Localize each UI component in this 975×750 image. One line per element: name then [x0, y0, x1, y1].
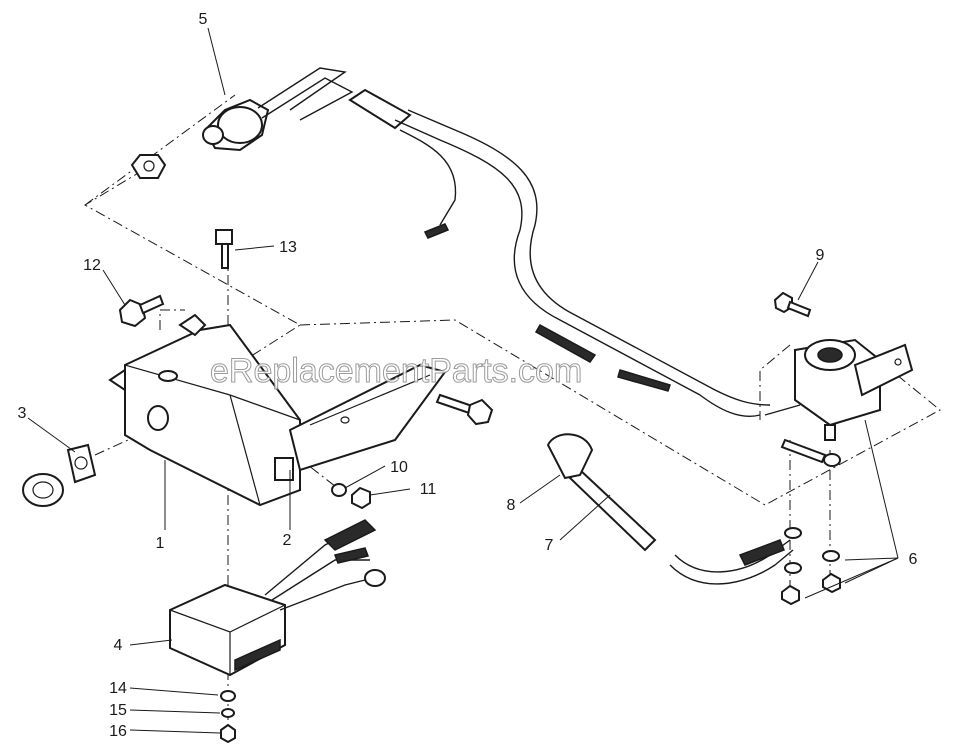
- part-10-washer: [331, 483, 347, 497]
- watermark: eReplacementParts.com: [210, 352, 582, 390]
- part-1-housing: [108, 313, 301, 507]
- callout-9: 9: [816, 247, 825, 264]
- part-5-switch: [202, 67, 771, 417]
- callout-2: 2: [283, 532, 292, 549]
- leader-lines: [27, 27, 899, 734]
- callout-5: 5: [199, 11, 208, 28]
- callouts: 5 13 12 3 1 2 10 11 4 14 15 16 9 8 7 6: [18, 11, 918, 740]
- callout-8: 8: [507, 497, 516, 514]
- callout-6: 6: [909, 551, 918, 568]
- part-3-nut: [22, 473, 64, 507]
- part-2-bracket: [288, 363, 447, 472]
- part-16-nut: [220, 723, 236, 744]
- callout-10: 10: [390, 459, 408, 476]
- callout-4: 4: [114, 637, 123, 654]
- part-12-bolt: [118, 294, 165, 328]
- part-11-nut: [351, 486, 371, 510]
- alignment-lines: [84, 94, 941, 730]
- part-6-hardware: [780, 438, 841, 606]
- callout-1: 1: [156, 535, 165, 552]
- callout-12: 12: [83, 257, 101, 274]
- part-14-washer: [220, 690, 236, 702]
- part-9-bolt: [773, 291, 812, 318]
- part-4-module: [169, 519, 386, 677]
- callout-7: 7: [545, 537, 554, 554]
- callout-3: 3: [18, 405, 27, 422]
- part-8-boot: [546, 433, 594, 480]
- part-15-washer: [221, 708, 235, 718]
- part-3-washer: [66, 443, 97, 484]
- part-13-bolt: [215, 229, 233, 269]
- part-nut-top: [130, 154, 167, 179]
- callout-13: 13: [279, 239, 297, 256]
- part-7-cable: [568, 468, 794, 585]
- part-bracket-bolt: [435, 393, 494, 426]
- callout-15: 15: [109, 702, 127, 719]
- solenoid: [764, 338, 914, 441]
- callout-11: 11: [420, 481, 437, 498]
- callout-16: 16: [109, 723, 127, 740]
- callout-14: 14: [109, 680, 127, 697]
